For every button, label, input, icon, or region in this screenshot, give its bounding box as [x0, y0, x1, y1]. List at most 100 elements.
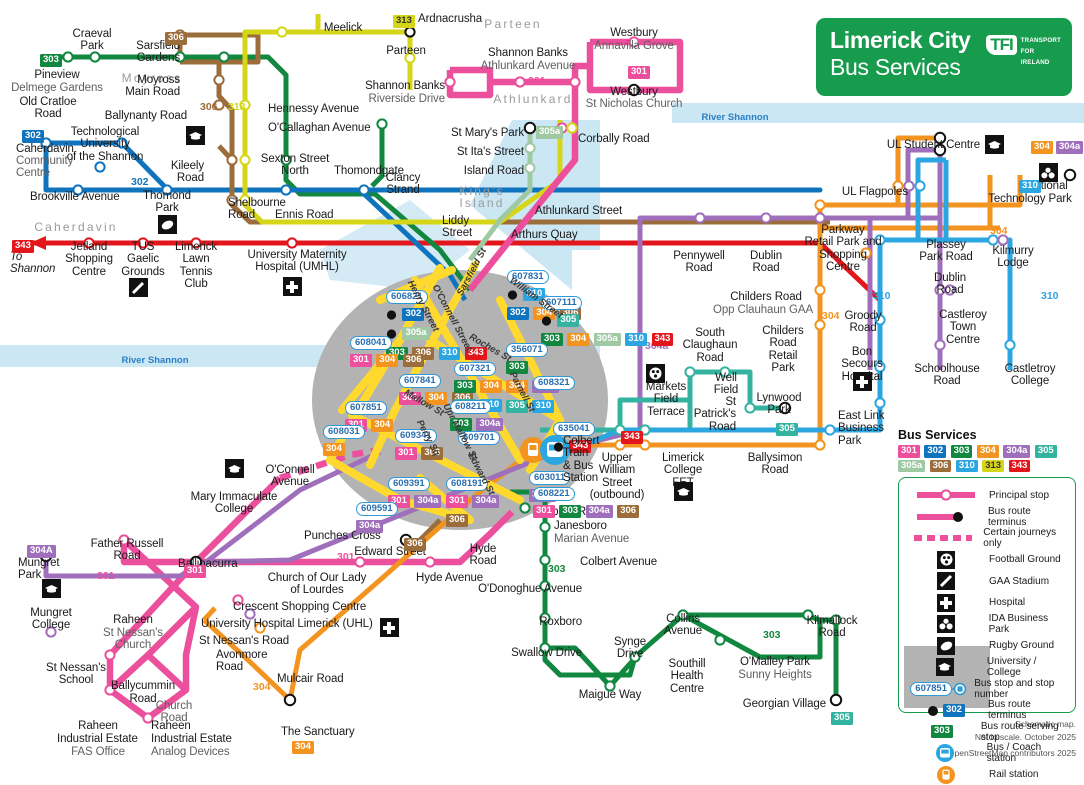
route-marker-304A: 304A [27, 543, 56, 561]
stop-label-mungret-college: Mungret College [30, 607, 72, 632]
stop-label-athlunkard-street: Athlunkard Street [535, 205, 623, 217]
stop-label-westbury-annavilla2: Annavilla Grove [594, 40, 674, 52]
stop-label-raheen-st-nessans: Raheen [113, 614, 153, 626]
route-badge-306: 306 [929, 459, 952, 473]
area-label-moyross: Moyross [121, 71, 183, 85]
tfi-text-line3: IRELAND [1020, 58, 1050, 66]
stop-label-old-cratloe-road: Old Cratloe Road [19, 96, 77, 121]
route-badge-305a: 305a [898, 459, 926, 473]
stop-number-box[interactable]: 608211 [450, 399, 492, 414]
stop-number-box[interactable]: 635041 [553, 421, 595, 436]
stop-number-box[interactable]: 609391 [388, 476, 430, 491]
route-badge-303: 303 [450, 417, 472, 431]
callout-badge-row: 303 304a [450, 416, 504, 434]
route-number-301: 301 [528, 75, 546, 87]
callout-badge-row: 303 304 [454, 378, 503, 396]
stop-label-raheen-ie-fas2: Industrial Estate [57, 733, 138, 745]
stop-number-box[interactable]: 607321 [454, 361, 496, 376]
route-marker-301: 301 [184, 563, 206, 581]
stop-number-box[interactable]: 609341 [395, 428, 437, 443]
river-label: River Shannon [701, 112, 769, 123]
route-marker-306: 306 [404, 536, 426, 554]
hospital-icon [852, 372, 872, 391]
stop-callout-608221[interactable]: 608221 301 303 304a 306 [533, 483, 640, 521]
stop-number-box[interactable]: 607841 [399, 373, 441, 388]
route-badge-303: 303 [559, 504, 582, 518]
football-ground-icon [937, 550, 955, 569]
route-badge-306: 306 [404, 538, 426, 552]
stop-label-craeval-park: Craeval Park [72, 28, 112, 53]
route-badge-310: 310 [1019, 180, 1041, 194]
stop-number-box[interactable]: 609591 [356, 501, 398, 516]
legend-item-label: IDA Business Park [988, 613, 1049, 636]
map-header-panel: Limerick City Bus Services TFI TRANSPORT… [816, 18, 1072, 96]
area-label-caherdavin: Caherdavin [34, 220, 118, 234]
route-badge-303: 303 [40, 54, 62, 68]
legend-item-rail-station-icon: Rail station [903, 764, 1071, 785]
stop-callout-608211[interactable]: 608211 303 304a [450, 396, 504, 434]
route-badge-304a: 304a [585, 504, 613, 518]
callout-badge-row: 301 303 304a 306 [533, 503, 640, 521]
stop-number-box[interactable]: 607851 [345, 400, 387, 415]
stop-callout-609341[interactable]: 609341 301 306 [395, 425, 444, 463]
stop-callout-635041[interactable]: 635041 343 [553, 418, 595, 456]
stop-number-box[interactable]: 356071 [506, 342, 548, 357]
stop-number-box[interactable]: 607111 [541, 295, 582, 310]
route-number-301: 301 [337, 551, 355, 563]
stop-label-arthurs-quay: Arthurs Quay [511, 229, 578, 241]
legend-item-ida-business-park-icon: IDA Business Park [903, 613, 1071, 635]
route-badge-303: 303 [541, 333, 563, 347]
route-badge-343: 343 [651, 333, 674, 347]
route-badge-305: 305 [776, 423, 798, 437]
route-badge-306: 306 [402, 353, 425, 367]
route-badge-304a: 304a [356, 519, 384, 533]
stop-number-box[interactable]: 608321 [533, 375, 575, 390]
stop-label-south-claughaun: South Claughaun Road [682, 327, 738, 364]
legend-item-label: University / College [986, 656, 1037, 679]
stop-label-jetland: Jetland Shopping Centre [65, 241, 113, 278]
stop-number-box[interactable]: 608031 [323, 424, 365, 439]
stop-number-box[interactable]: 603011 [529, 470, 571, 485]
stop-callout-609701[interactable]: 609701 [458, 427, 500, 445]
callout-badge-row: 301 304 306 [399, 390, 474, 408]
stop-number-box[interactable]: 607831 [507, 269, 549, 284]
route-badge-305: 305 [506, 399, 528, 413]
legend-item-label: GAA Stadium [989, 575, 1050, 587]
legend-item-label: Certain journeys only [983, 527, 1057, 550]
stop-label-ardnacrusha: Ardnacrusha [418, 13, 483, 25]
callout-badge-row: 301 306 [395, 445, 444, 463]
stop-number-box[interactable]: 608191 [446, 476, 488, 491]
legend-title: Bus Services [898, 428, 977, 442]
stop-label-lynwood-park: Lynwood Park [756, 392, 802, 417]
route-badge-304: 304 [976, 445, 999, 459]
stop-label-pineview: Pineview [34, 69, 80, 81]
stop-label-st-nessans-school: St Nessan's School [46, 662, 106, 687]
area-label-king-s: King's [459, 184, 505, 198]
stop-label-hennessy-avenue: Hennessy Avenue [268, 103, 359, 115]
route-badge-304: 304 [425, 391, 448, 405]
route-badge-305: 305 [1034, 445, 1057, 459]
route-number-310: 310 [873, 290, 891, 302]
stop-callout-607851[interactable]: 607851301 304 [345, 397, 394, 435]
stop-number-box[interactable]: 609701 [458, 430, 500, 445]
stop-number-box[interactable]: 606821 [386, 289, 428, 304]
university-college-icon [935, 658, 954, 677]
route-badge-304: 304 [1031, 141, 1053, 155]
legend-item-hospital-icon: Hospital [903, 592, 1071, 614]
route-marker-306: 306 [165, 30, 187, 48]
gaa-stadium-icon [937, 572, 955, 591]
legend-item-label: Hospital [989, 597, 1026, 609]
stop-callout-609591[interactable]: 609591 304a [356, 498, 398, 536]
route-badge-304: 304 [567, 333, 590, 347]
stop-label-groody-road: Groody Road [844, 310, 882, 335]
legend-route-badges-row2: 305a 306 310 313 343 [898, 459, 1076, 473]
stop-callout-607841[interactable]: 607841 301 304 306 [399, 370, 474, 408]
stop-number-box[interactable]: 608041 [350, 335, 392, 350]
stop-callout-608321[interactable]: 608321 [533, 372, 575, 390]
stop-number-box[interactable]: 608221 [533, 486, 575, 501]
